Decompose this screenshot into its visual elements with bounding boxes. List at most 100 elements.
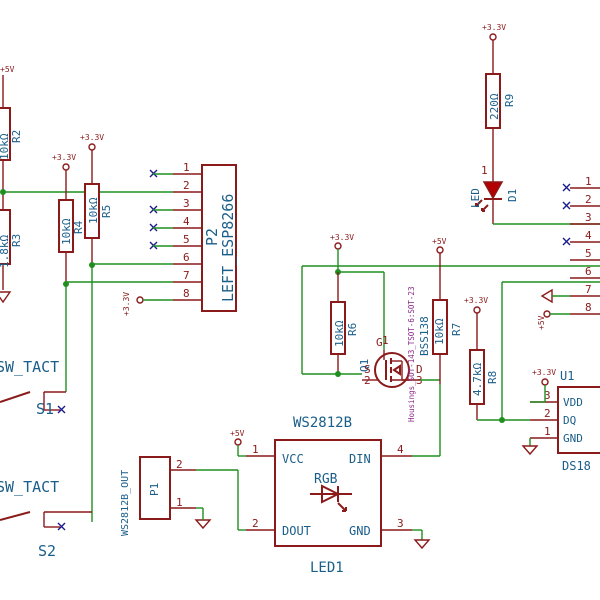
p1-ground-symbol: [194, 519, 212, 530]
u1-ref: U1: [560, 369, 574, 383]
p2-ref: P2: [203, 228, 221, 246]
p1-ref: P1: [148, 483, 161, 496]
led1-rgb-label: RGB: [314, 472, 338, 487]
led1-diode-icon: [310, 484, 352, 512]
r4-resistor[interactable]: +3.3V 10kΩ R4: [52, 153, 85, 284]
r4-ref: R4: [72, 220, 85, 234]
r5-ref: R5: [100, 205, 113, 218]
r3-resistor[interactable]: 1.8kΩ R3: [0, 193, 23, 304]
r6-ref: R6: [346, 323, 359, 336]
right-pin-number: 5: [585, 247, 592, 260]
p2-value: LEFT_ESP8266: [219, 194, 237, 302]
r7-value: 10kΩ: [433, 318, 446, 345]
right-pin-number: 6: [585, 265, 592, 278]
led1-din-label: DIN: [349, 452, 371, 466]
p2-pin-number: 4: [183, 215, 190, 228]
led1-power-label: +5V: [230, 429, 245, 438]
s1-switch[interactable]: SW_TACT S1: [0, 358, 66, 418]
d1-value: LED: [469, 188, 482, 208]
r9-value: 220Ω: [488, 93, 501, 120]
p2-pin-rows: [173, 173, 202, 301]
r2-ref: R2: [10, 130, 23, 143]
r8-value: 4.7kΩ: [471, 363, 484, 396]
right-pin-number: 4: [585, 229, 592, 242]
led1-value: WS2812B: [293, 415, 352, 431]
p2-pin-number: 3: [183, 197, 190, 210]
p2-pin-number: 1: [183, 161, 190, 174]
r2-power-label: +5V: [0, 65, 15, 74]
r3-value: 1.8kΩ: [0, 235, 11, 268]
q1-pin-d-label: D: [416, 363, 423, 376]
u1-ds18[interactable]: U1 3 2 1 VDD DQ GND DS18: [530, 369, 600, 473]
u1-gnd-label: GND: [563, 432, 583, 445]
r5-power-label: +3.3V: [80, 133, 104, 142]
s2-switch[interactable]: SW_TACT S2: [0, 478, 92, 560]
r7-ref: R7: [450, 323, 463, 336]
p1-value: WS2812B_OUT: [120, 470, 131, 536]
right-pin-number: 8: [585, 301, 592, 314]
u1-pin-number: 2: [544, 407, 551, 420]
q1-value: BSS138: [418, 316, 431, 356]
right-pin-number: 7: [585, 283, 592, 296]
q1-mosfet[interactable]: Q1 G S D 2 1 3 Housings_SOT-143_TSOT-6:S…: [358, 287, 431, 422]
led1-vcc-label: VCC: [282, 452, 304, 466]
q1-ref: Q1: [358, 359, 371, 372]
p2-pin-number: 8: [183, 287, 190, 300]
r8-power-label: +3.3V: [464, 296, 488, 305]
q1-pin-g-label: G: [376, 336, 383, 349]
r5-resistor[interactable]: +3.3V 10kΩ R5: [80, 133, 113, 266]
r8-resistor[interactable]: +3.3V 4.7kΩ R8: [464, 296, 499, 420]
led1-pin-number: 4: [397, 443, 404, 456]
r7-resistor[interactable]: +5V 10kΩ R7: [432, 237, 463, 384]
q1-pin-2-label: 2: [364, 374, 371, 387]
u1-pin-number: 1: [544, 425, 551, 438]
r2-resistor[interactable]: +5V 10kΩ R2: [0, 65, 23, 190]
u1-dq-label: DQ: [563, 414, 576, 427]
u1-value: DS18: [562, 459, 591, 473]
led1-ref: LED1: [310, 560, 344, 576]
r9-resistor[interactable]: +3.3V 220Ω R9: [482, 23, 516, 160]
u1-pin-number: 3: [544, 389, 551, 402]
led1-ws2812b[interactable]: WS2812B 1 2 4 3 VCC DOUT DIN GND RGB LED…: [246, 415, 412, 576]
r6-value: 10kΩ: [333, 320, 346, 347]
d1-ref: D1: [506, 189, 519, 202]
u1-power-label: +3.3V: [532, 368, 556, 377]
u1-ground-symbol: [521, 445, 539, 456]
led1-pin-number: 1: [252, 443, 259, 456]
q1-pin-s-label: S: [364, 363, 371, 376]
p2-pin-number: 2: [183, 179, 190, 192]
r9-power-label: +3.3V: [482, 23, 506, 32]
r3-ground-symbol: [0, 291, 12, 304]
right-pin8-power-label: +5V: [537, 315, 546, 330]
led1-pin-number: 2: [252, 517, 259, 530]
q1-power-label: +3.3V: [330, 233, 354, 242]
r3-ref: R3: [10, 234, 23, 247]
u1-vdd-label: VDD: [563, 396, 583, 409]
d1-pin-number: 1: [481, 164, 488, 177]
led1-dout-label: DOUT: [282, 524, 311, 538]
s2-value: SW_TACT: [0, 478, 59, 496]
r5-value: 10kΩ: [87, 197, 100, 224]
p2-pin-number: 7: [183, 269, 190, 282]
q1-pin-3-label: 3: [416, 374, 423, 387]
q1-pin-1-label: 1: [382, 334, 389, 347]
led1-pin-number: 3: [397, 517, 404, 530]
r7-power-label: +5V: [432, 237, 447, 246]
s1-ref: S1: [36, 400, 54, 418]
right-pin-number: 2: [585, 193, 592, 206]
p1-connector[interactable]: 2 1 P1 WS2812B_OUT: [120, 456, 212, 536]
led1-gnd-label: GND: [349, 524, 371, 538]
p2-pin8-power-label: +3.3V: [122, 292, 131, 316]
s2-ref: S2: [38, 542, 56, 560]
led1-ground-symbol: [413, 539, 431, 550]
p2-connector[interactable]: 1 2 3 4 5 6 7 8 P2 LEFT_ESP8266: [173, 161, 237, 312]
d1-led[interactable]: 1 LED D1: [469, 160, 519, 224]
right-pin-number: 3: [585, 211, 592, 224]
r6-resistor[interactable]: 10kΩ R6: [330, 272, 359, 374]
s1-value: SW_TACT: [0, 358, 59, 376]
r4-power-label: +3.3V: [52, 153, 76, 162]
r2-value: 10kΩ: [0, 133, 11, 160]
p1-pin-number: 1: [176, 496, 183, 509]
right-connector[interactable]: 1 2 3 4 5 6 7 8 +5V: [537, 175, 600, 330]
